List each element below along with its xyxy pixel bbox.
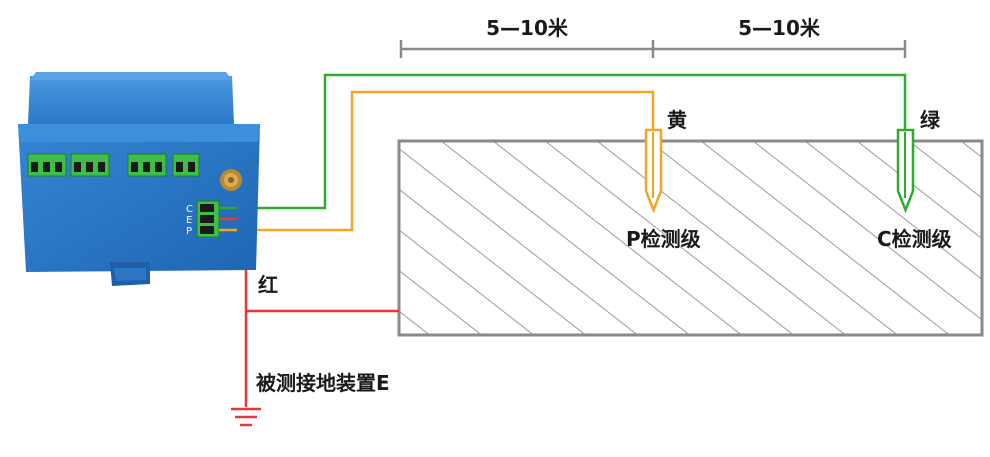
p-electrode-label: P检测级 <box>626 227 701 251</box>
left-span-label: 5—10米 <box>486 16 569 40</box>
terminal-strip <box>27 153 200 177</box>
yellow-wire-label: 黄 <box>667 108 687 132</box>
terminal-hole <box>74 162 81 172</box>
terminal-hole <box>43 162 50 172</box>
green-wire <box>237 73 907 210</box>
terminal-hole <box>131 162 138 172</box>
c-electrode-label: C检测级 <box>877 227 952 251</box>
cep-terminal-block <box>196 200 237 238</box>
terminal-hole <box>143 162 150 172</box>
soil-block <box>397 139 984 337</box>
terminal-p-label: P <box>186 226 192 237</box>
terminal-hole <box>176 162 183 172</box>
terminal-hole <box>155 162 162 172</box>
terminal-hole <box>98 162 105 172</box>
terminal-c-label: C <box>186 204 193 215</box>
terminal-hole <box>31 162 38 172</box>
terminal-hole <box>55 162 62 172</box>
tester-device <box>18 72 260 286</box>
p-electrode <box>644 128 663 214</box>
green-wire-label: 绿 <box>920 108 941 132</box>
terminal-hole <box>188 162 195 172</box>
terminal-e-label: E <box>186 215 192 226</box>
ground-icon <box>231 407 261 427</box>
yellow-wire <box>237 90 655 232</box>
ground-device-label: 被测接地装置E <box>256 371 390 395</box>
terminal-hole <box>86 162 93 172</box>
red-wire-label: 红 <box>258 273 278 297</box>
dimension-line <box>399 40 907 58</box>
c-electrode <box>896 128 915 214</box>
right-span-label: 5—10米 <box>738 16 821 40</box>
